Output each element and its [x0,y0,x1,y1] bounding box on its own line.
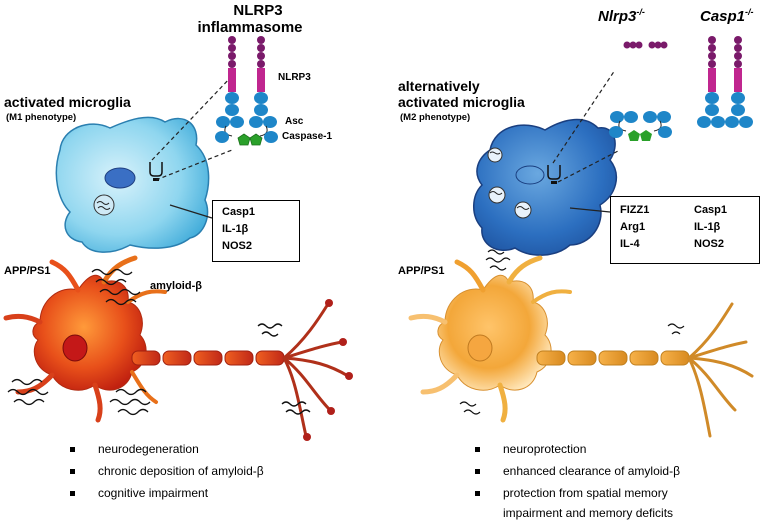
bullet-icon [70,447,75,452]
m2-microglia-cell [473,118,618,256]
casp1-knockout-label: Casp1-/- [700,7,754,25]
right-outcome-item: enhanced clearance of amyloid-β [475,464,680,486]
amyloid-plaques-right [459,249,685,415]
right-outcome-continued: impairment and memory deficits [475,506,680,528]
left-title-line2: inflammasome [197,19,303,36]
m1-marker-2: IL-1β [222,223,249,235]
right-outcome-item: neuroprotection [475,442,680,464]
m1-phenotype-label: (M1 phenotype) [6,112,77,123]
left-outcome-text: cognitive impairment [98,486,209,500]
left-outcome-text: neurodegeneration [98,442,199,456]
m2-down-marker-1: Casp1 [694,204,728,216]
amyloid-plaques-left [7,268,311,416]
m2-cell-label-line1: alternatively [398,78,480,94]
m1-cell-label: activated microglia [4,94,131,110]
m2-up-marker-1: FIZZ1 [620,204,650,216]
right-outcome-text: neuroprotection [503,442,587,456]
bullet-icon [70,469,75,474]
left-outcomes-list: neurodegeneration chronic deposition of … [70,442,264,508]
m2-down-marker-2: IL-1β [694,221,721,233]
casp1-knockout-complex [697,36,753,128]
left-inflammasome-complex [215,36,278,146]
m2-neuron [408,255,754,438]
m2-phenotype-label: (M2 phenotype) [400,112,471,123]
right-outcome-text: enhanced clearance of amyloid-β [503,464,681,478]
right-app-label: APP/PS1 [398,265,445,277]
asc-label: Asc [285,116,304,127]
bullet-icon [475,491,480,496]
m1-neuron-nucleus [62,334,88,362]
m1-marker-3: NOS2 [222,240,252,252]
bullet-icon [475,447,480,452]
m2-up-marker-2: Arg1 [620,221,646,233]
m1-microglia-cell [55,116,210,253]
left-app-label: APP/PS1 [4,265,51,277]
right-outcome-text: protection from spatial memory [503,486,668,500]
m1-nucleus [104,167,136,189]
m2-cell-label-line2: activated microglia [398,94,525,110]
caspase-1-label: Caspase-1 [282,131,333,142]
right-outcomes-list: neuroprotection enhanced clearance of am… [475,442,680,530]
m1-marker-box [212,200,300,262]
bullet-icon [70,491,75,496]
m1-vesicle [93,194,115,216]
left-outcome-item: cognitive impairment [70,486,264,508]
m2-marker-box [610,196,760,264]
nlrp3-knockout-label: Nlrp3-/- [598,7,645,25]
left-title-line1: NLRP3 [233,2,283,19]
m2-up-marker-3: IL-4 [620,238,640,250]
m2-down-marker-3: NOS2 [694,238,724,250]
bullet-icon [475,469,480,474]
left-outcome-text: chronic deposition of amyloid-β [98,464,264,478]
nlrp3-label: NLRP3 [278,72,311,83]
right-outcome-item: protection from spatial memory [475,486,680,508]
m1-marker-1: Casp1 [222,206,256,218]
left-outcome-item: chronic deposition of amyloid-β [70,464,264,486]
amyloid-label: amyloid-β [150,280,202,292]
right-outcome-text-continued: impairment and memory deficits [503,506,674,520]
nlrp3-knockout-complex [609,41,672,141]
left-outcome-item: neurodegeneration [70,442,264,464]
